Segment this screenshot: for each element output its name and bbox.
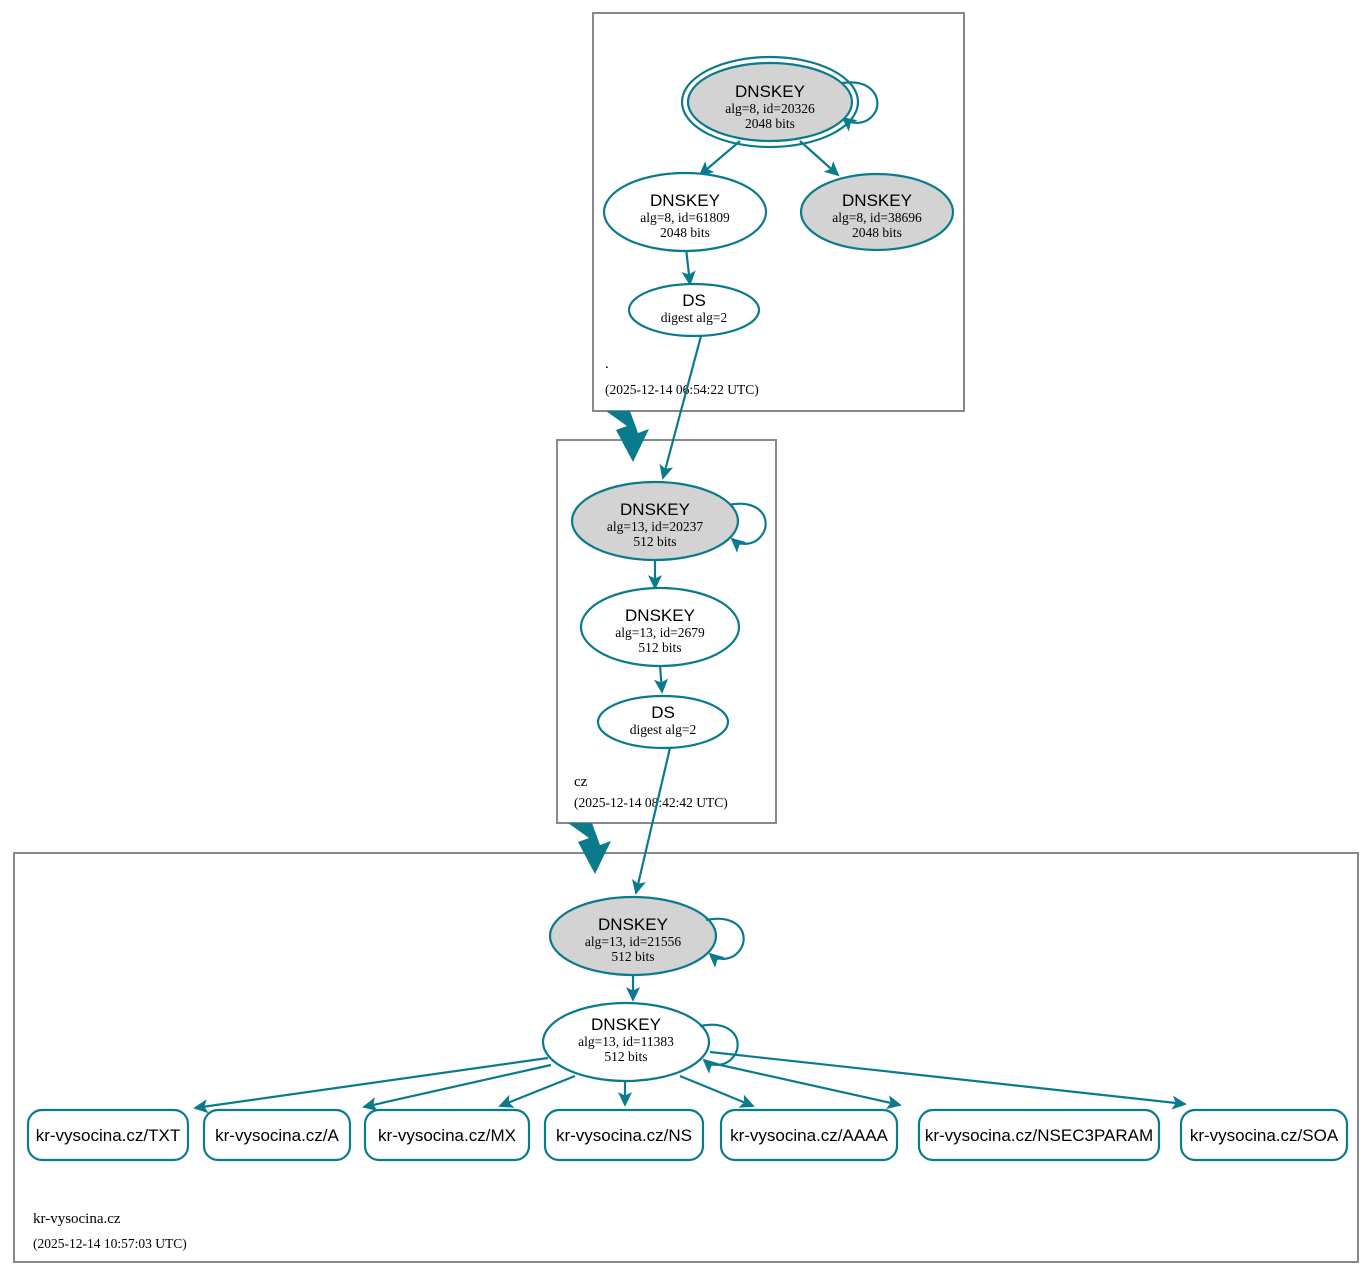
edge-cz-ds-to-leaf-ksk [632,747,672,895]
node-root-zsk-61809-body [602,171,768,253]
rrset-kr-vysocina-cz-mx[interactable]: kr-vysocina.cz/MX [363,1108,531,1162]
zone-cz: DNSKEY alg=13, id=20237 512 bits DNSKEY … [556,439,777,824]
node-cz-ds-digest: digest alg=2 [630,722,696,737]
node-cz-ds-title: DS [651,703,675,722]
node-root-ds-digest: digest alg=2 [661,310,727,325]
node-cz-ksk-alg: alg=13, id=20237 [607,519,703,534]
zone-cz-label: cz [574,774,588,790]
edge-leaf-zsk-to-rr-mx [498,1074,576,1108]
node-cz-zsk-title: DNSKEY [625,606,695,625]
edge-root-ksk-to-zsk61809 [698,140,741,177]
rrset-kr-vysocina-cz-nsec3param[interactable]: kr-vysocina.cz/NSEC3PARAM [917,1108,1161,1162]
node-root-zsk-61809-size: 2048 bits [660,225,710,240]
zone-root-border [592,12,965,412]
node-leaf-ksk-size: 512 bits [611,949,654,964]
rrset-kr-vysocina-cz-txt[interactable]: kr-vysocina.cz/TXT [26,1108,190,1162]
node-leaf-zsk-size: 512 bits [604,1049,647,1064]
edge-root-ksk-self-signature [837,81,879,132]
edge-leaf-zsk-to-rr-aaaa [679,1074,755,1108]
edge-leaf-zsk-to-rr-soa [709,1050,1187,1110]
node-root-zsk-61809-alg: alg=8, id=61809 [640,210,730,225]
rrset-nsec3param-label: kr-vysocina.cz/NSEC3PARAM [925,1126,1153,1145]
node-root-zsk-38696-alg: alg=8, id=38696 [832,210,922,225]
edge-root-zsk61809-to-ds [681,247,696,286]
node-cz-ksk-size: 512 bits [633,534,676,549]
node-leaf-ksk[interactable]: DNSKEY alg=13, id=21556 512 bits [548,895,718,977]
rrset-kr-vysocina-cz-ns[interactable]: kr-vysocina.cz/NS [543,1108,705,1162]
edge-cz-zsk-to-ds [654,664,669,694]
rrset-aaaa-box [719,1108,899,1162]
rrset-mx-label: kr-vysocina.cz/MX [378,1126,516,1145]
node-root-ksk-body [686,61,854,143]
node-cz-zsk-body [579,586,741,668]
rrset-mx-box [363,1108,531,1162]
rrset-ns-label: kr-vysocina.cz/NS [556,1126,692,1145]
zone-root-timestamp: (2025-12-14 06:54:22 UTC) [605,382,759,397]
node-root-ksk-title: DNSKEY [735,82,805,101]
rrset-a-box [202,1108,352,1162]
rrset-ns-box [543,1108,705,1162]
rrset-soa-label: kr-vysocina.cz/SOA [1190,1126,1339,1145]
edge-leaf-zsk-to-rr-a [362,1063,552,1112]
rrset-txt-label: kr-vysocina.cz/TXT [36,1126,181,1145]
rrset-soa-box [1179,1108,1349,1162]
edge-leaf-zsk-to-rr-nsec3param [706,1060,902,1110]
rrset-kr-vysocina-cz-soa[interactable]: kr-vysocina.cz/SOA [1179,1108,1349,1162]
node-root-ds[interactable]: DS digest alg=2 [627,282,761,338]
rrset-aaaa-label: kr-vysocina.cz/AAAA [730,1126,888,1145]
zone-kr-vysocina-cz-label: kr-vysocina.cz [33,1211,121,1227]
node-root-ksk-size: 2048 bits [745,116,795,131]
node-leaf-ksk-alg: alg=13, id=21556 [585,934,681,949]
node-cz-ksk[interactable]: DNSKEY alg=13, id=20237 512 bits [570,480,740,562]
zone-root-label: . [605,356,609,372]
node-leaf-zsk-title: DNSKEY [591,1015,661,1034]
rrset-a-label: kr-vysocina.cz/A [215,1126,339,1145]
node-cz-ksk-body [570,480,740,562]
edge-zone-cz-to-zone-kr-vysocina-cz [568,823,611,874]
rrset-kr-vysocina-cz-aaaa[interactable]: kr-vysocina.cz/AAAA [719,1108,899,1162]
node-root-zsk-38696-size: 2048 bits [852,225,902,240]
node-cz-ksk-title: DNSKEY [620,500,690,519]
node-cz-ds-body [596,694,730,750]
node-root-zsk-38696[interactable]: DNSKEY alg=8, id=38696 2048 bits [799,172,955,252]
node-root-zsk-38696-title: DNSKEY [842,191,912,210]
node-root-ksk[interactable]: DNSKEY alg=8, id=20326 2048 bits [680,55,860,149]
edge-root-ksk-to-zsk38696 [799,140,840,177]
node-leaf-zsk-alg: alg=13, id=11383 [578,1034,674,1049]
edge-leaf-zsk-to-rr-txt [193,1056,549,1114]
zone-kr-vysocina-cz-border [13,852,1359,1263]
node-leaf-zsk[interactable]: DNSKEY alg=13, id=11383 512 bits [541,1001,711,1083]
rrset-nsec3param-box [917,1108,1161,1162]
edge-zone-root-to-zone-cz [606,411,649,462]
node-cz-zsk-alg: alg=13, id=2679 [615,625,705,640]
zone-cz-border [556,439,777,824]
edge-leaf-ksk-self-signature [705,917,745,968]
node-root-zsk-38696-body [799,172,955,252]
zone-kr-vysocina-cz: DNSKEY alg=13, id=21556 512 bits DNSKEY … [13,852,1359,1263]
node-root-ds-title: DS [682,291,706,310]
node-root-zsk-61809[interactable]: DNSKEY alg=8, id=61809 2048 bits [602,171,768,253]
node-root-ds-body [627,282,761,338]
zone-root: DNSKEY alg=8, id=20326 2048 bits DNSKEY … [592,12,965,412]
zone-cz-timestamp: (2025-12-14 08:42:42 UTC) [574,795,728,810]
edge-cz-ksk-self-signature [727,502,767,553]
zone-kr-vysocina-cz-timestamp: (2025-12-14 10:57:03 UTC) [33,1236,187,1251]
node-cz-zsk-size: 512 bits [638,640,681,655]
node-leaf-ksk-title: DNSKEY [598,915,668,934]
node-root-ksk-alg: alg=8, id=20326 [725,101,815,116]
node-cz-ds[interactable]: DS digest alg=2 [596,694,730,750]
rrset-txt-box [26,1108,190,1162]
node-root-ksk-sep-ring [680,55,860,149]
edge-root-ds-to-cz-ksk [659,335,703,480]
node-cz-zsk[interactable]: DNSKEY alg=13, id=2679 512 bits [579,586,741,668]
node-root-zsk-61809-title: DNSKEY [650,191,720,210]
rrset-kr-vysocina-cz-a[interactable]: kr-vysocina.cz/A [202,1108,352,1162]
